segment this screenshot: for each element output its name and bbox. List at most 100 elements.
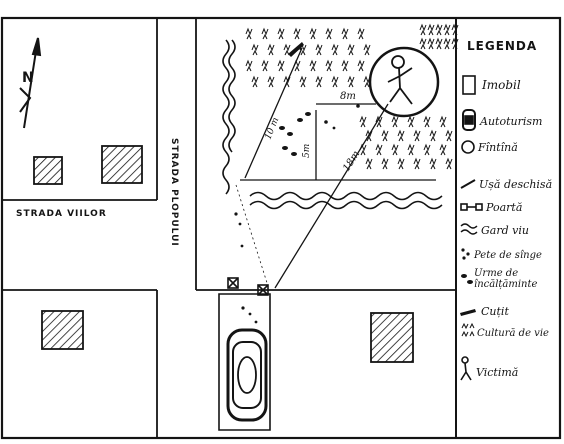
vine-mark — [267, 75, 275, 88]
vine-mark — [445, 129, 453, 142]
building-icon — [462, 75, 476, 95]
vine-mark — [407, 143, 415, 156]
vine-mark — [381, 157, 389, 170]
building-4 — [370, 312, 414, 363]
vine-mark — [293, 27, 301, 40]
vine-mark — [359, 115, 367, 128]
vine-mark — [277, 59, 285, 72]
measurement-lines — [240, 47, 436, 289]
vine-mark — [439, 143, 447, 156]
legend-label-footprints: Urme de încălțăminte — [474, 268, 538, 290]
vine-mark — [451, 23, 459, 36]
vine-mark — [363, 43, 371, 56]
well-icon — [461, 140, 475, 154]
vine-mark — [443, 37, 451, 50]
car-icon — [226, 328, 268, 422]
vine-mark — [331, 75, 339, 88]
open-door-icon — [460, 179, 476, 189]
vine-mark — [251, 75, 259, 88]
vine-mark — [413, 129, 421, 142]
vine-mark — [365, 129, 373, 142]
vine-mark — [251, 43, 259, 56]
vine-mark — [357, 59, 365, 72]
measure-18m: 18m — [341, 149, 362, 174]
vine-mark — [315, 43, 323, 56]
hedge-icon — [460, 223, 478, 235]
gate-icon — [227, 277, 269, 296]
measure-8m: 8m — [340, 91, 356, 102]
vine-mark — [267, 43, 275, 56]
vine-mark — [283, 43, 291, 56]
vine-mark — [261, 27, 269, 40]
legend-icons — [460, 75, 483, 381]
vine-mark — [359, 143, 367, 156]
legend-title: LEGENDA — [467, 39, 537, 53]
vine-mark — [293, 59, 301, 72]
vine-mark — [445, 157, 453, 170]
vine-mark — [439, 115, 447, 128]
legend-label-knife: Cuțit — [481, 305, 509, 318]
map-frame — [0, 16, 562, 440]
street-label-plopului: STRADA PLOPULUI — [169, 138, 179, 247]
vine-mark — [429, 157, 437, 170]
legend-label-car: Autoturism — [479, 115, 542, 128]
footprints — [279, 112, 311, 156]
hedge-bottom — [249, 191, 443, 210]
vine-mark — [407, 115, 415, 128]
north-label: N — [22, 70, 35, 86]
vine-mark — [419, 37, 427, 50]
vine-mark — [277, 27, 285, 40]
victim-icon — [368, 46, 440, 118]
vine-mark — [245, 27, 253, 40]
legend-label-victim: Victimă — [476, 366, 518, 379]
vine-mark — [365, 157, 373, 170]
vine-mark — [423, 143, 431, 156]
vine-mark — [427, 37, 435, 50]
measure-5m: 5m — [302, 144, 312, 158]
knife-icon — [460, 309, 476, 316]
blood-stains — [234, 104, 360, 324]
legend-label-building: Imobil — [481, 78, 521, 92]
vine-mark — [325, 59, 333, 72]
measure-10m: 10 m — [264, 116, 282, 141]
vine-mark — [309, 27, 317, 40]
vine-mark — [423, 115, 431, 128]
vine-mark — [309, 59, 317, 72]
vine-mark — [347, 75, 355, 88]
vine-mark — [397, 157, 405, 170]
vine-mark — [397, 129, 405, 142]
legend-label-blood: Pete de sînge — [473, 250, 542, 261]
vine-mark — [261, 59, 269, 72]
legend-label-hedge: Gard viu — [481, 224, 529, 237]
vine-mark — [381, 129, 389, 142]
legend-label-vineyard: Cultură de vie — [477, 328, 549, 339]
victim-icon — [460, 356, 472, 381]
vine-mark — [435, 37, 443, 50]
building-3 — [41, 310, 84, 350]
knife-icon — [288, 42, 304, 57]
vine-mark — [357, 27, 365, 40]
vine-mark — [245, 59, 253, 72]
legend-label-well: Fîntînă — [477, 141, 518, 154]
hedge-left — [222, 39, 236, 195]
legend-label-door: Ușă deschisă — [479, 178, 552, 191]
vine-mark — [375, 143, 383, 156]
vine-mark — [427, 23, 435, 36]
vine-mark — [391, 115, 399, 128]
footprints-icon — [461, 274, 473, 284]
vine-mark — [299, 75, 307, 88]
vine-mark — [413, 157, 421, 170]
gate-icon — [460, 203, 483, 211]
legend-label-footprints-wrap: Urme de încălțăminte — [474, 268, 538, 290]
vine-mark — [315, 75, 323, 88]
vine-mark — [451, 37, 459, 50]
vine-mark — [419, 23, 427, 36]
vine-mark — [331, 43, 339, 56]
blood-stains-icon — [461, 248, 470, 260]
building-2 — [101, 145, 143, 184]
vineyard-icon — [461, 322, 475, 338]
vine-mark — [341, 27, 349, 40]
vine-mark — [341, 59, 349, 72]
vine-mark — [391, 143, 399, 156]
